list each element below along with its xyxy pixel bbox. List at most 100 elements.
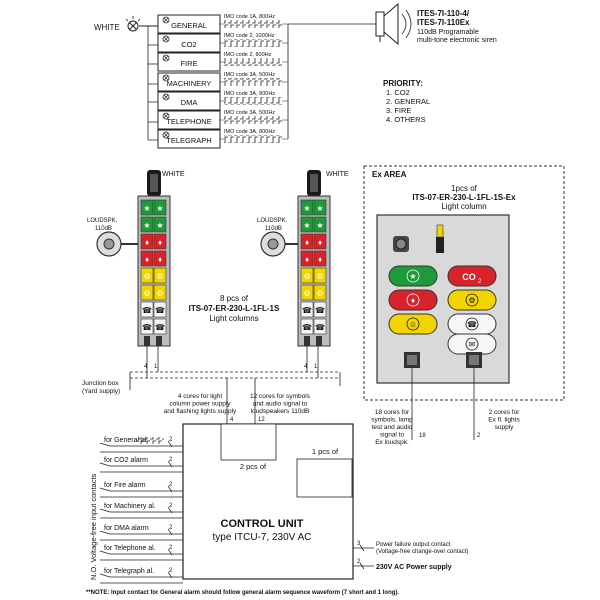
dma-pill: ☺ [388,313,438,335]
light-column-left: WHITE ★★★★♦♦♦♦⚙⚙⚙⚙☎☎☎☎ [137,170,185,347]
waveform-icon [224,39,282,47]
alarm-name: CO2 [181,40,196,49]
symbol-module [300,267,314,284]
outputs [353,544,374,570]
input-contact: for Telephone al.2 [99,545,183,561]
mark-12: 12 [258,417,265,423]
siren-desc-1: 110dB Programable [417,29,479,36]
waveform-icon [224,116,282,124]
input-wire-mark: 2 [169,503,173,509]
symbol-module [300,233,314,250]
white-right-label: WHITE [326,171,349,178]
symbol-module [313,284,327,301]
symbol-module [313,318,327,335]
symbol-module [153,199,167,216]
symbol-icon: ⚙ [143,289,150,298]
alarm-name: FIRE [180,59,197,68]
power-fail-label: Power failure output contact(Voltage-fre… [376,542,468,555]
input-label: for DMA alarm [104,525,149,532]
symbol-module [300,318,314,335]
symbol-module [153,318,167,335]
wire-left-4: 4 [144,364,148,370]
wire-right-1: 1 [314,364,318,370]
symbol-icon: ☎ [155,323,165,332]
mark-4: 4 [230,417,234,423]
input-wire-mark: 2 [169,568,173,574]
symbol-icon: ☎ [315,323,325,332]
symbol-icon: ☎ [315,306,325,315]
symbol-module [313,267,327,284]
symbol-module [313,233,327,250]
co2-subscript: 2 [478,279,482,285]
imo-code-label: IMO code 1A, 800Hz [224,14,275,20]
symbol-module [153,250,167,267]
imo-code-label: IMO code 3A, 500Hz [224,72,275,78]
symbol-icon: ★ [316,221,323,230]
symbol-icon: ♦ [158,238,162,247]
loudspk-left-label-2: 110dB [95,226,112,232]
supply-label: 230V AC Power supply [376,564,452,571]
symbol-module [140,284,154,301]
pill-icon: ★ [409,272,416,281]
symbol-icon: ☎ [142,323,152,332]
symbol-icon: ★ [156,204,163,213]
symbol-icon: ⚙ [316,272,323,281]
mark-2: 2 [477,433,481,439]
waveform-icon [224,20,282,28]
alarm-name: DMA [181,98,198,107]
pill-icon: ☺ [409,320,417,329]
ex-lamp-icon [436,224,444,253]
priority-title: PRIORITY: [383,79,423,88]
symbol-icon: ♦ [158,255,162,264]
telegraph-pill: ✉ [447,333,497,355]
symbol-module [140,216,154,233]
loudspk-left-label-1: LOUDSPK. [87,218,118,224]
input-wire-mark: 2 [169,457,173,463]
pill-icon: ☎ [467,320,477,329]
wire-right-4: 4 [304,364,308,370]
supply-mark: 2 [357,559,361,565]
loudspeaker-left: LOUDSPK. 110dB [87,218,138,257]
symbol-icon: ♦ [318,255,322,264]
waveform-icon [224,97,282,105]
input-wire-mark: 2 [169,482,173,488]
symbol-module [140,301,154,318]
ex-area: Ex AREA 1pcs of ITS-07-ER-230-L-1FL-1S-E… [363,165,565,401]
symbol-icon: ♦ [145,255,149,264]
general-waveform-icon [136,437,164,444]
symbol-icon: ☎ [302,306,312,315]
siren-desc-2: multi-tone electronic siren [417,37,497,44]
junction-box-label: Junction box(Yard supply) [82,380,120,395]
symbol-icon: ♦ [305,255,309,264]
general-pill: ★ [388,265,438,287]
imo-code-label: IMO code 2, 800Hz [224,52,272,58]
symbol-module [140,250,154,267]
symbol-icon: ⚙ [316,289,323,298]
symbol-module [300,216,314,233]
symbol-module [153,216,167,233]
symbol-module [313,216,327,233]
priority-item-4: 4. OTHERS [386,115,426,124]
symbol-icon: ★ [303,204,310,213]
co2-badge: CO [462,272,476,282]
symbol-icon: ⚙ [156,289,163,298]
symbol-icon: ★ [303,221,310,230]
input-label: for Telegraph al. [104,568,154,575]
control-unit: 2 pcs of 1 pcs of CONTROL UNIT type ITCU… [182,423,354,580]
symbol-icon: ♦ [145,238,149,247]
power-fail-mark: 3 [357,541,361,547]
symbol-module [153,267,167,284]
pill-icon: ♦ [411,296,415,305]
module2-qty: 1 pcs of [312,447,339,456]
ex-desc: Light column [441,202,486,211]
